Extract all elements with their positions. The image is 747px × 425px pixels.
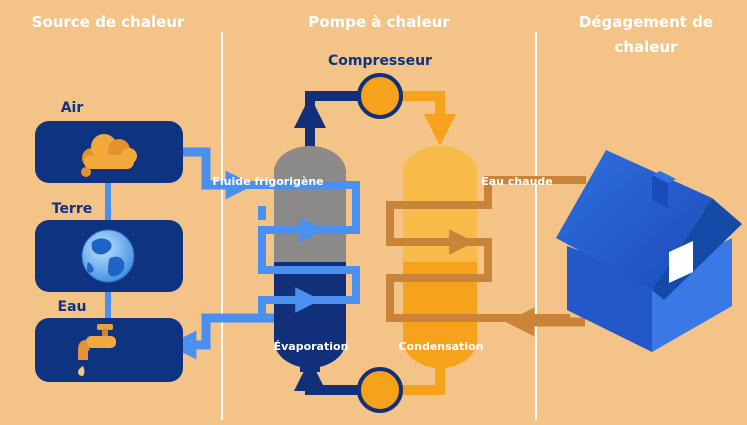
header-heat-release-line1: Dégagement de: [579, 13, 713, 31]
evaporator-tank: [274, 146, 346, 372]
header-heat-release-line2: chaleur: [614, 38, 678, 56]
globe-icon: [81, 229, 135, 283]
compressor-icon: [357, 73, 403, 119]
source-box-water: [35, 318, 183, 382]
source-label-water: Eau: [58, 299, 87, 315]
source-feed-arrow: [182, 147, 255, 200]
house-icon: [556, 150, 742, 352]
refrigerant-label: Fluide frigorigène: [212, 175, 323, 188]
compressor-label: Compresseur: [328, 53, 432, 69]
compressor-to-cond-pipe: [399, 91, 457, 147]
cond-to-valve-pipe: [399, 365, 445, 395]
faucet-icon: [78, 324, 116, 376]
hot-water-label: Eau chaude: [481, 175, 553, 188]
source-return-arrow: [167, 313, 274, 360]
source-label-earth: Terre: [52, 201, 93, 217]
source-label-air: Air: [61, 100, 84, 116]
condensation-label: Condensation: [398, 340, 483, 353]
header-heat-source: Source de chaleur: [32, 13, 185, 31]
expansion-valve-icon: [357, 367, 403, 413]
condenser-tank: [403, 146, 477, 368]
header-heat-pump: Pompe à chaleur: [308, 13, 450, 31]
cloud-icon: [81, 134, 137, 177]
valve-to-evap-pipe: [293, 358, 361, 395]
evaporation-label: Évaporation: [274, 340, 349, 353]
evaporator-coil: [240, 181, 360, 322]
